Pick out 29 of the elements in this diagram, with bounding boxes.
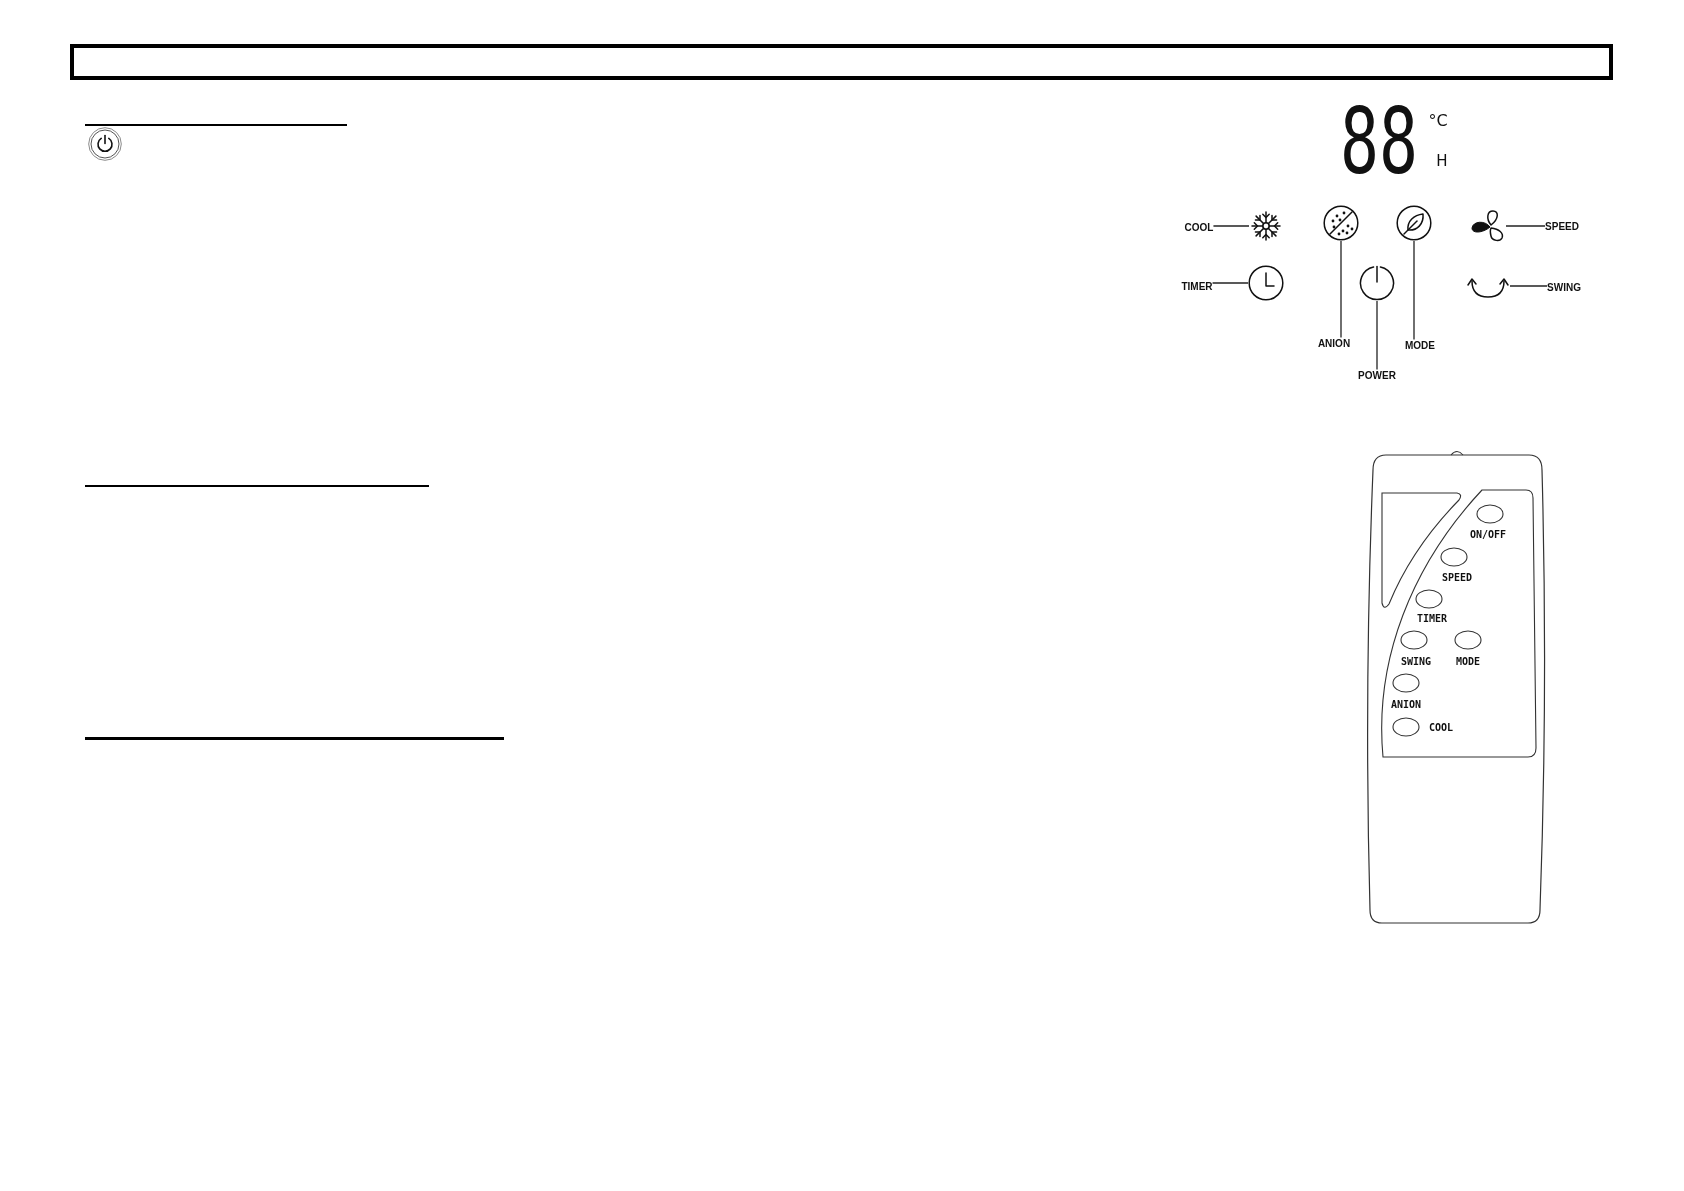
unit-label: °C — [1428, 110, 1448, 130]
leader-line — [1212, 225, 1250, 227]
leader-line — [1376, 300, 1378, 371]
leaf-icon — [1396, 205, 1432, 241]
clock-icon — [1248, 265, 1284, 301]
key-label: ANION — [1390, 698, 1422, 710]
part-label: ANION — [1317, 337, 1351, 349]
part-label: POWER — [1358, 369, 1396, 381]
unit-label: H — [1436, 152, 1448, 170]
leader-line — [1505, 225, 1546, 227]
key-label: TIMER — [1416, 612, 1448, 624]
dotted-circle-icon — [1323, 205, 1359, 241]
fan-icon — [1470, 209, 1506, 243]
part-label: COOL — [1184, 221, 1214, 233]
leader-line — [1509, 285, 1548, 287]
key-label: MODE — [1455, 655, 1481, 667]
part-label: SWING — [1547, 281, 1581, 293]
leader-line — [1340, 240, 1342, 339]
key-label: ON/OFF — [1469, 528, 1507, 540]
leader-line — [1211, 282, 1249, 284]
power-icon — [1359, 265, 1395, 301]
part-label: TIMER — [1181, 280, 1213, 292]
snowflake-icon — [1249, 210, 1283, 242]
key-label: COOL — [1428, 721, 1454, 733]
part-label: MODE — [1405, 339, 1435, 351]
leader-line — [1413, 240, 1415, 341]
key-label: SWING — [1400, 655, 1432, 667]
key-label: SPEED — [1441, 571, 1473, 583]
part-label: SPEED — [1545, 220, 1579, 232]
